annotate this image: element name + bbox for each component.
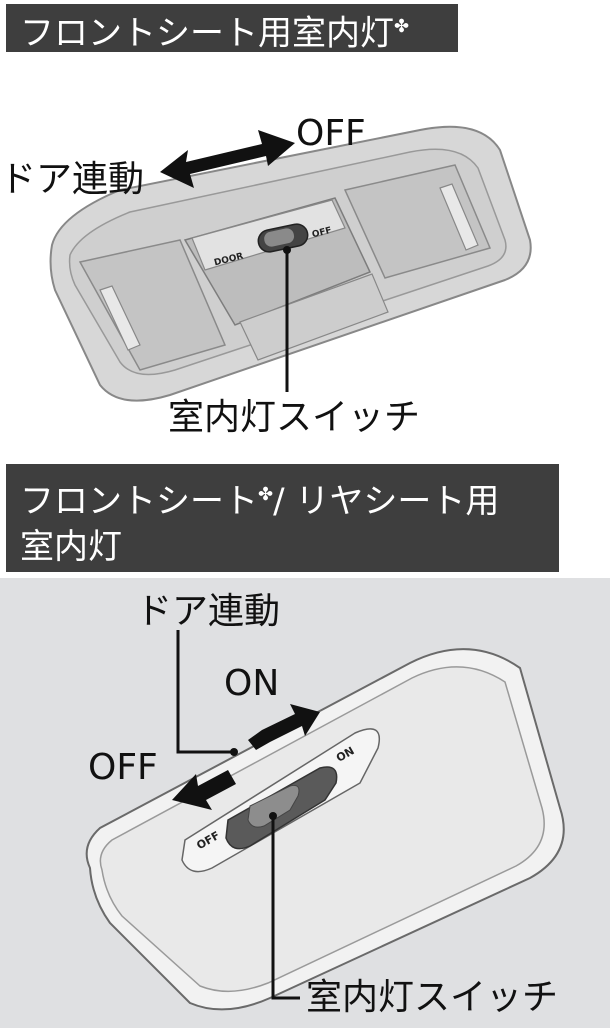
section2-title-line1: フロントシート✤/ リヤシート用 xyxy=(20,481,500,522)
rear-door-linked-label: ドア連動 xyxy=(136,591,281,632)
rear-switch-leader xyxy=(271,816,300,1000)
rear-on-label: ON xyxy=(224,663,280,704)
rear-lamp-illustration xyxy=(85,630,565,1011)
section2-title-line2: 室内灯 xyxy=(20,527,122,568)
front-off-label: OFF xyxy=(296,113,366,154)
front-lamp-illustration xyxy=(49,125,532,402)
section1-title: フロントシート用室内灯 xyxy=(20,13,394,54)
section1-title-mark: ✤ xyxy=(394,16,410,37)
front-door-linked-label: ドア連動 xyxy=(0,159,145,200)
front-switch-knob xyxy=(264,228,295,247)
front-switch-label: 室内灯スイッチ xyxy=(168,397,421,438)
rear-off-label: OFF xyxy=(88,747,158,788)
section2-title-mark: ✤ xyxy=(258,484,274,505)
section1-header: フロントシート用室内灯✤ xyxy=(6,4,458,54)
rear-on-arrow xyxy=(248,704,320,750)
front-slide-arrow xyxy=(160,130,295,188)
rear-switch-knob xyxy=(247,785,300,828)
rear-off-arrow xyxy=(172,770,236,810)
rear-switch-label: 室内灯スイッチ xyxy=(306,977,559,1018)
section2-header: フロントシート✤/ リヤシート用 室内灯 xyxy=(6,464,559,572)
rear-door-linked-leader xyxy=(176,630,232,754)
